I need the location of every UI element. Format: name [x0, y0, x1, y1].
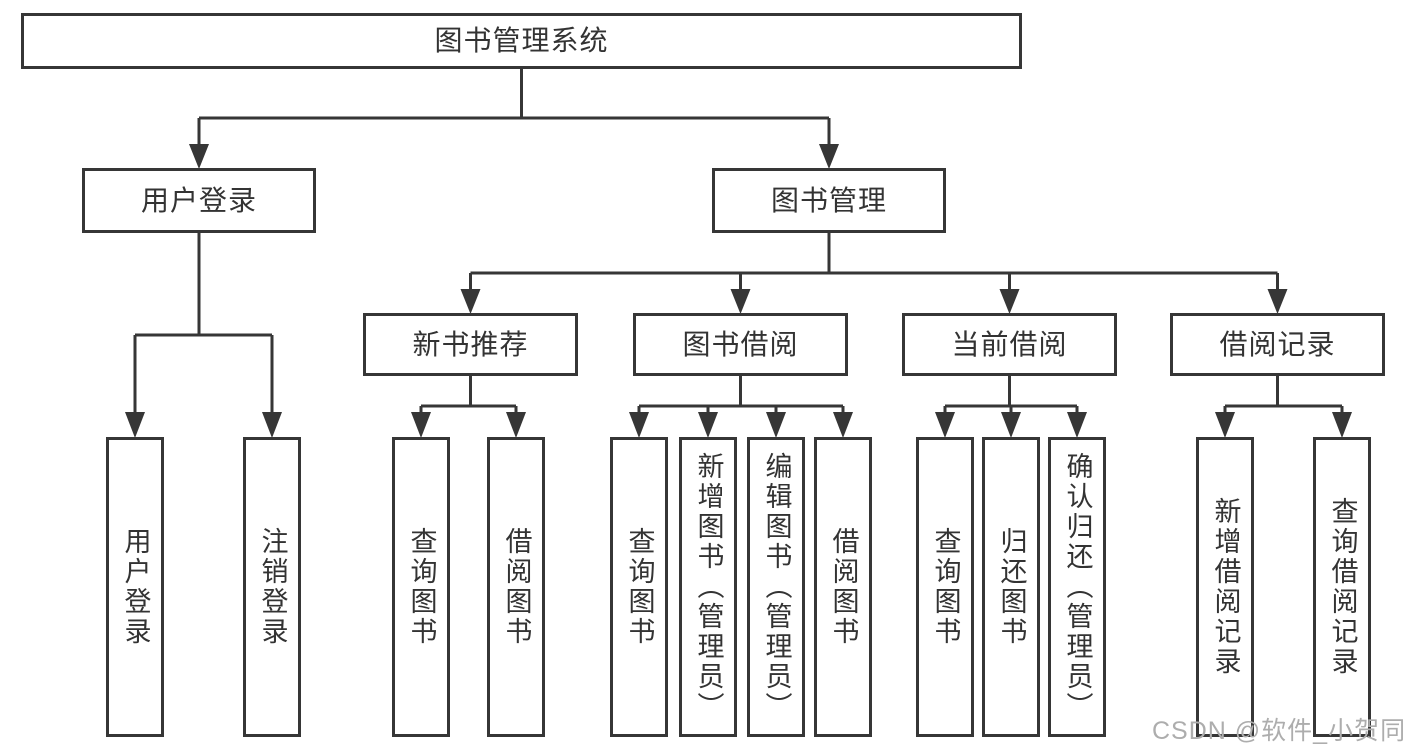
leaf-logout: 注销登录 [243, 437, 301, 737]
leaf-query-book: 查询图书 [392, 437, 450, 737]
connector-user-login-to-leaves [125, 233, 282, 438]
connector-current-borrow-to-leaves [935, 376, 1087, 438]
leaf-borrow-book: 借阅图书 [814, 437, 872, 737]
leaf-query-book: 查询图书 [610, 437, 668, 737]
csdn-watermark: CSDN @软件_小贺同学 [1152, 717, 1405, 745]
leaf-borrow-book: 借阅图书 [487, 437, 545, 737]
node-book-management: 图书管理 [712, 168, 946, 233]
leaf-query-borrow-record: 查询借阅记录 [1313, 437, 1371, 737]
node-user-login: 用户登录 [82, 168, 316, 233]
node-book-borrow: 图书借阅 [633, 313, 848, 376]
leaf-confirm-return-admin: 确认归还（管理员） [1048, 437, 1106, 737]
connector-borrow-records-to-leaves [1215, 376, 1352, 438]
node-new-book-recommend: 新书推荐 [363, 313, 578, 376]
leaf-edit-book-admin: 编辑图书（管理员） [747, 437, 805, 737]
leaf-add-borrow-record: 新增借阅记录 [1196, 437, 1254, 737]
leaf-query-book: 查询图书 [916, 437, 974, 737]
connector-new-book-recommend-to-leaves [411, 376, 526, 438]
leaf-user-login: 用户登录 [106, 437, 164, 737]
connector-book-management-to-level3 [460, 233, 1288, 314]
leaf-return-book: 归还图书 [982, 437, 1040, 737]
node-borrow-records: 借阅记录 [1170, 313, 1385, 376]
leaf-add-book-admin: 新增图书（管理员） [679, 437, 737, 737]
node-root-system: 图书管理系统 [21, 13, 1022, 69]
node-current-borrow: 当前借阅 [902, 313, 1117, 376]
connector-book-borrow-to-leaves [629, 376, 853, 438]
connector-root-to-level2 [189, 69, 839, 169]
